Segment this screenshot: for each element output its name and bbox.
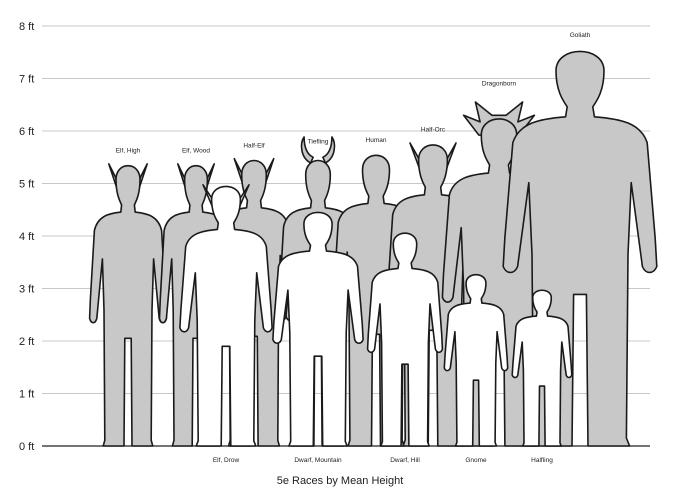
y-tick-label: 7 ft — [19, 74, 34, 86]
figure-body — [179, 185, 273, 447]
race-label-front: Halfling — [531, 457, 553, 464]
race-label-front: Dwarf, Hill — [390, 457, 420, 464]
figure-dwarf-mountain — [272, 211, 364, 447]
race-label-front: Dwarf, Mountain — [294, 457, 342, 464]
figure-body — [511, 289, 573, 447]
race-label-back: Human — [366, 137, 387, 144]
figure-elf-drow — [179, 184, 273, 447]
race-label-back: Half-Elf — [243, 142, 265, 149]
race-label-back: Tiefling — [308, 138, 329, 145]
figure-halfling — [511, 289, 573, 447]
figure-dwarf-hill — [366, 232, 444, 447]
race-label-back: Half-Orc — [421, 127, 446, 134]
front-row-silhouettes — [179, 184, 573, 447]
figure-elf-high — [88, 163, 168, 447]
y-tick-label: 0 ft — [19, 441, 34, 453]
race-label-back: Dragonborn — [482, 80, 517, 87]
y-tick-label: 8 ft — [19, 21, 34, 33]
race-label-back: Elf, Wood — [182, 148, 210, 155]
race-label-front: Elf, Drow — [213, 457, 240, 464]
y-tick-label: 3 ft — [19, 284, 34, 296]
race-label-back: Elf, High — [116, 148, 141, 155]
y-tick-label: 6 ft — [19, 126, 34, 138]
figure-body — [366, 232, 444, 447]
back-row-silhouettes — [88, 50, 658, 447]
figure-body — [272, 211, 364, 447]
race-label-back: Goliath — [570, 32, 591, 39]
y-tick-label: 4 ft — [19, 231, 34, 243]
y-tick-label: 5 ft — [19, 179, 34, 191]
race-label-front: Gnome — [465, 457, 487, 464]
figure-body — [443, 273, 509, 447]
chart-title: 5e Races by Mean Height — [277, 475, 404, 487]
y-tick-label: 2 ft — [19, 336, 34, 348]
figure-accessory — [300, 136, 336, 164]
figure-body — [88, 164, 168, 447]
figure-gnome — [443, 273, 509, 447]
y-tick-label: 1 ft — [19, 389, 34, 401]
